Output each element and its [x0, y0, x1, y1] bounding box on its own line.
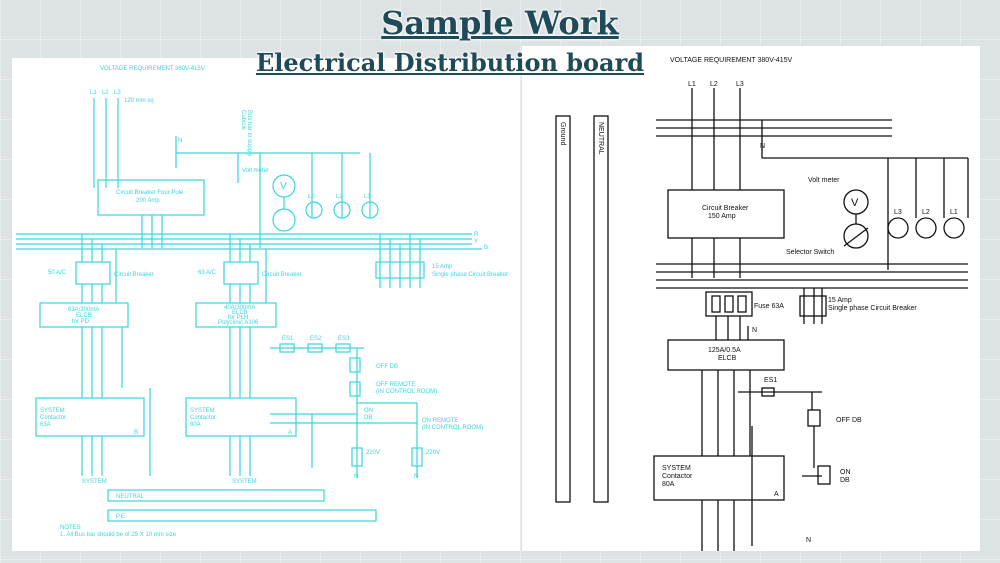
- left-lamp-2: L2: [336, 194, 343, 200]
- right-lamp-l3: L3: [894, 209, 902, 216]
- right-phase-l3: L3: [736, 81, 744, 88]
- left-es3: ES3: [338, 336, 350, 342]
- right-vm-symbol: V: [851, 197, 859, 209]
- left-supply-1: Bus bar to supply: [246, 110, 252, 156]
- left-n-tag-2: N: [414, 474, 418, 480]
- left-contactor-b-2: Contactor: [190, 415, 216, 421]
- left-n-tag-1: N: [354, 474, 358, 480]
- left-on-remote-1: ON REMOTE: [422, 418, 458, 424]
- ground-bar: [555, 115, 571, 503]
- left-on-db-2: DB: [364, 415, 372, 421]
- left-on-db-1: ON: [364, 408, 373, 414]
- left-voltage: VOLTAGE REQUIREMENT 380V-415V: [100, 66, 205, 72]
- left-contactor-b-1: SYSTEM: [190, 408, 215, 414]
- left-main-breaker-2: 200 Amp: [136, 198, 160, 204]
- right-es1: ES1: [764, 377, 777, 384]
- left-breaker-a-label: Circuit Breaker: [114, 272, 154, 278]
- left-contactor-a-2: Contactor: [40, 415, 66, 421]
- left-breaker-a: 50 A/C: [48, 270, 67, 276]
- right-ground-label: Ground: [559, 122, 566, 145]
- left-phase-l1: L1: [90, 90, 97, 96]
- left-off-remote-1: OFF REMOTE: [376, 382, 415, 388]
- right-sheet: [522, 46, 980, 551]
- left-es1: ES1: [282, 336, 294, 342]
- right-contactor-2: Contactor: [662, 473, 693, 480]
- left-single-phase-1: 15 Amp: [432, 264, 453, 270]
- left-220v-2: 220V: [426, 450, 440, 456]
- left-busbar-y: Y: [474, 239, 478, 245]
- right-off-db: OFF DB: [836, 417, 862, 424]
- right-on-db-1: ON: [840, 469, 851, 476]
- left-cable-size: 120 mm sq: [124, 98, 154, 104]
- right-elcb-n: N: [752, 327, 757, 334]
- left-phase-l2: L2: [102, 90, 109, 96]
- left-breaker-b-label: Circuit Breaker: [262, 272, 302, 278]
- right-voltage: VOLTAGE REQUIREMENT 380V-415V: [670, 57, 792, 64]
- left-elcb-b-2: ELCB: [232, 310, 248, 316]
- left-system-2: SYSTEM: [232, 479, 257, 485]
- left-contactor-a-1: SYSTEM: [40, 408, 65, 414]
- left-lamp-1: L2: [308, 194, 315, 200]
- right-elcb-2: ELCB: [718, 355, 737, 362]
- left-contactor-b-3: 80A: [190, 422, 201, 428]
- left-elcb-a-3: for PD: [72, 319, 90, 325]
- left-on-remote-2: (IN CONTROL ROOM): [422, 425, 483, 431]
- left-breaker-b: 63 A/C: [198, 270, 217, 276]
- left-lamp-3: L1: [364, 194, 371, 200]
- left-elcb-b-4: Polyclinic A106: [218, 320, 259, 326]
- left-single-phase-2: Single phase Circuit Breaker: [432, 272, 508, 278]
- left-contactor-a-3: 63A: [40, 422, 51, 428]
- left-neutral-bar: NEUTRAL: [116, 494, 145, 500]
- left-contactor-tag-a: B: [134, 430, 138, 436]
- right-elcb-1: 125A/0.5A: [708, 347, 741, 354]
- left-phase-l3: L3: [114, 90, 121, 96]
- left-contactor-tag-b: A: [288, 430, 292, 436]
- left-elcb-a-1: 63A/300mA: [68, 307, 99, 313]
- left-busbar-r: R: [474, 232, 479, 238]
- right-bottom-n: N: [806, 537, 811, 544]
- left-neutral-n: N: [178, 138, 182, 144]
- page-subtitle: Electrical Distribution board: [255, 48, 645, 77]
- left-elcb-b-3: for PLH: [228, 315, 248, 321]
- left-220v-1: 220V: [366, 450, 380, 456]
- left-volt-meter: Volt meter: [242, 168, 269, 174]
- left-vm-symbol: V: [280, 181, 287, 192]
- neutral-bar: [593, 115, 609, 503]
- page-title: Sample Work: [381, 4, 619, 42]
- left-pe-bar: P.E: [116, 514, 125, 520]
- right-contactor-1: SYSTEM: [662, 465, 691, 472]
- right-phase-l2: L2: [710, 81, 718, 88]
- right-lamp-l1: L1: [950, 209, 958, 216]
- right-diagram: VOLTAGE REQUIREMENT 380V-415V L1 L2 L3 G…: [522, 46, 980, 551]
- left-main-breaker-1: Circuit Breaker Four Pole: [116, 190, 184, 196]
- left-sheet: [12, 58, 520, 551]
- left-supply-2: Cubicle: [240, 110, 246, 131]
- left-off-db: OFF DB: [376, 364, 398, 370]
- right-main-breaker-1: Circuit Breaker: [702, 205, 749, 212]
- right-volt-meter: Volt meter: [808, 177, 840, 184]
- right-contactor-3: 80A: [662, 481, 675, 488]
- left-diagram: VOLTAGE REQUIREMENT 380V-415V L1 L2 L3 1…: [12, 58, 520, 551]
- left-note-1: 1. All Bus bar should be of 25 X 10 mm s…: [60, 532, 177, 538]
- left-off-remote-2: (IN CONTROL ROOM): [376, 389, 437, 395]
- right-on-db-2: DB: [840, 477, 850, 484]
- left-system-1: SYSTEM: [82, 479, 107, 485]
- right-fuse: Fuse 63A: [754, 303, 784, 310]
- right-main-breaker-2: 150 Amp: [708, 213, 736, 220]
- right-phase-l1: L1: [688, 81, 696, 88]
- right-neutral-label: NEUTRAL: [597, 122, 604, 155]
- right-single-phase-1: 15 Amp: [828, 297, 852, 304]
- right-single-phase-2: Single phase Circuit Breaker: [828, 305, 917, 312]
- right-selector-switch: Selector Switch: [786, 249, 834, 256]
- left-elcb-b-1: 40A/300mA: [224, 305, 255, 311]
- left-busbar-b: B: [484, 245, 488, 251]
- left-elcb-a-2: ELCB: [76, 313, 92, 319]
- left-es2: ES2: [310, 336, 322, 342]
- left-notes-title: NOTES: [60, 525, 81, 531]
- right-lamp-l2: L2: [922, 209, 930, 216]
- right-contactor-tag: A: [774, 491, 779, 498]
- right-neutral-n: N: [760, 143, 765, 150]
